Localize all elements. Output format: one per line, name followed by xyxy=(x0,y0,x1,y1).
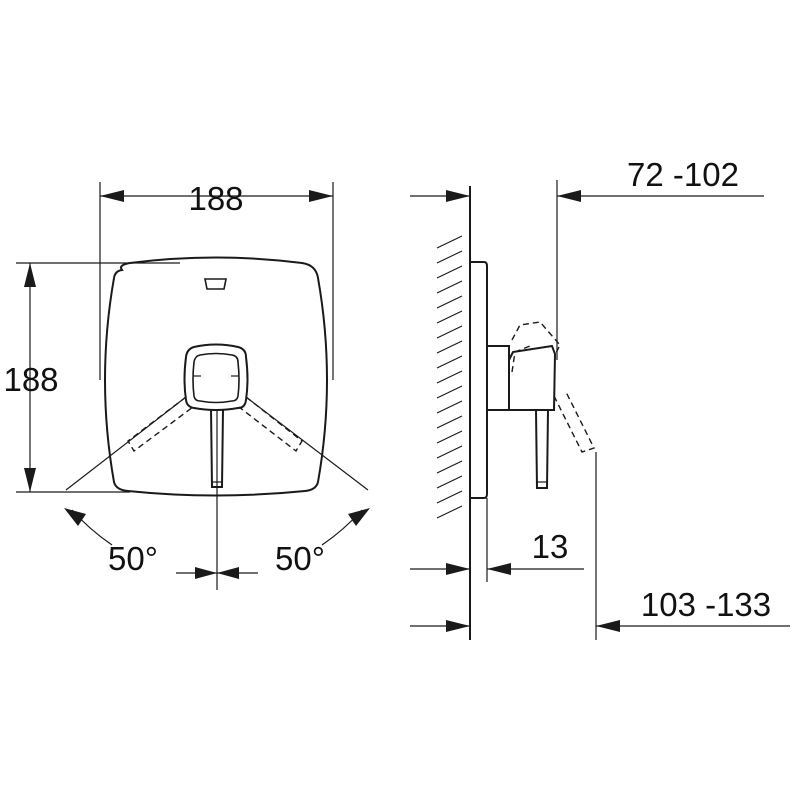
side-lever-tilted xyxy=(553,391,595,453)
angle-arrow-left-centre xyxy=(195,567,217,579)
handle-base-inner xyxy=(192,352,240,404)
angle-ray-right xyxy=(245,396,369,491)
angle-arrow-right-ray xyxy=(348,508,370,526)
angle-left-label: 50° xyxy=(108,540,158,577)
width-arrow-right xyxy=(309,190,333,202)
side-view: 72 -102 13 103 -133 xyxy=(410,156,790,640)
outlet-slot xyxy=(204,278,227,290)
width-arrow-left xyxy=(100,190,124,202)
cover-plate-outline xyxy=(104,256,328,497)
lever-right-position xyxy=(238,396,303,453)
wall-top-arrow xyxy=(446,190,470,202)
width-label: 188 xyxy=(188,180,243,217)
plate-thickness-arrow-right xyxy=(487,563,511,575)
angle-arrow-right-centre xyxy=(217,567,239,579)
side-lever-raised xyxy=(511,321,561,356)
depth-range-arrow xyxy=(557,190,581,202)
height-arrow-top xyxy=(24,263,36,287)
depth-range-label: 72 -102 xyxy=(627,156,739,193)
angle-right-label: 50° xyxy=(275,540,325,577)
height-arrow-bottom xyxy=(24,468,36,492)
handle-body xyxy=(508,344,557,411)
plate-thickness-label: 13 xyxy=(532,528,569,565)
overall-depth-label: 103 -133 xyxy=(641,586,771,623)
front-view: 188 188 50° 50° xyxy=(3,180,370,590)
handle-base-outer xyxy=(183,343,249,411)
height-label: 188 xyxy=(3,361,58,398)
plate-profile xyxy=(470,261,488,499)
side-lever xyxy=(535,409,549,489)
side-lever-swing xyxy=(511,345,531,373)
angle-arrow-left-ray xyxy=(64,508,86,526)
wall-hatch xyxy=(436,235,463,519)
lever-left-position xyxy=(127,396,194,453)
overall-depth-arrow-right xyxy=(596,620,620,632)
overall-depth-arrow-left xyxy=(446,620,470,632)
plate-thickness-arrow-left xyxy=(446,563,470,575)
handle-hub xyxy=(487,345,510,411)
angle-ray-left xyxy=(65,396,187,491)
